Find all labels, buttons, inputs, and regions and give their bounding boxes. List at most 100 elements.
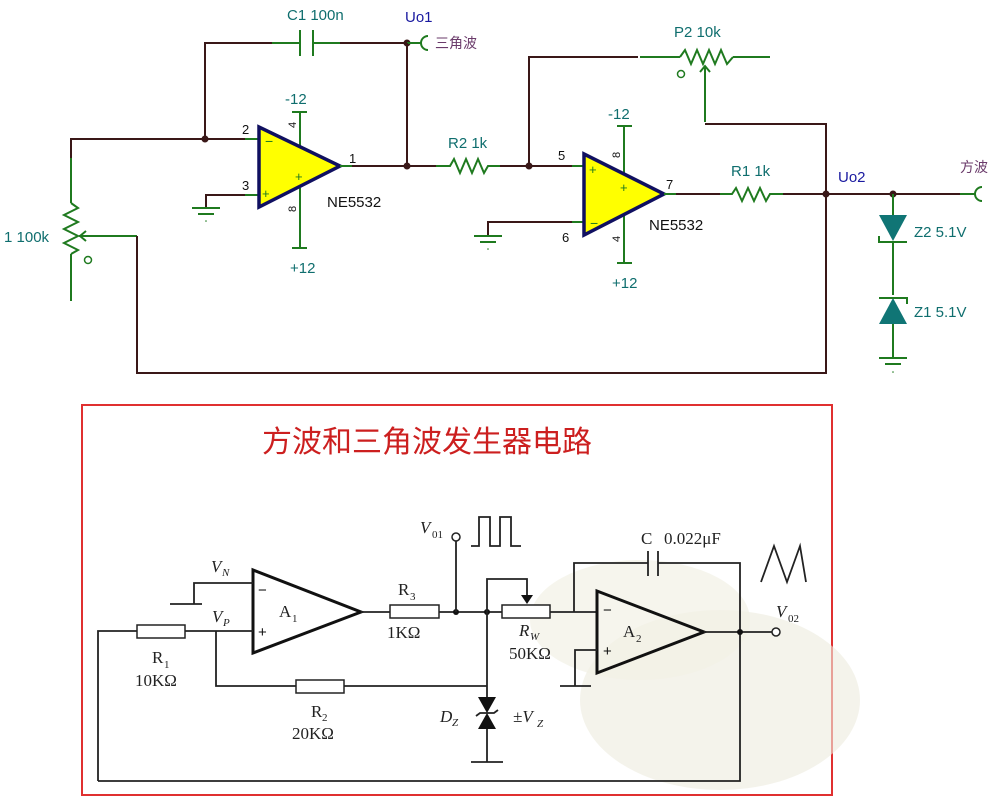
a2-minus: − — [603, 602, 612, 619]
opamp2-plus-mid: + — [620, 180, 628, 195]
resistor-r3-box — [389, 604, 440, 619]
dz-sub: Z — [452, 717, 459, 729]
bottom-title: 方波和三角波发生器电路 — [262, 425, 592, 460]
resistor-r2-box — [295, 679, 345, 694]
r1-label: R1 1k — [731, 163, 771, 180]
opamp2-pin4: 4 — [611, 236, 623, 242]
v01-label: V — [420, 518, 433, 537]
opamp-a1-body — [251, 567, 366, 656]
zener-z1-icon — [879, 298, 907, 324]
r3-sub: 3 — [410, 591, 416, 603]
r2-value: 20KΩ — [292, 724, 334, 743]
v02-sub: 02 — [788, 613, 799, 625]
ground-icon-3 — [879, 357, 907, 373]
opamp2-minus: − — [590, 215, 598, 231]
wire-r1-left — [97, 630, 137, 781]
junction-v02 — [737, 629, 743, 635]
resistor-rw-box — [501, 604, 551, 619]
resistor-r1-icon — [720, 185, 783, 204]
opamp2-model: NE5532 — [649, 217, 703, 234]
zener-dz-top-icon — [478, 697, 496, 713]
opamp-a2-body — [595, 588, 709, 676]
top-schematic: C1 100n Uo1 三角波 2 3 − + — [4, 7, 988, 374]
r2-sub: 2 — [322, 712, 328, 724]
potentiometer-p1: 1 100k — [4, 158, 137, 301]
wire-pin3-ground — [205, 194, 245, 207]
square-wave-label: 方波 — [960, 160, 988, 176]
vp-label: V — [212, 607, 225, 626]
v01-sub: 01 — [432, 529, 443, 541]
opamp2-plus: + — [589, 162, 597, 177]
a2-sub: 2 — [636, 633, 642, 645]
wire-c-left — [573, 562, 648, 612]
opamp1-body — [257, 124, 344, 210]
ground-icon — [192, 207, 220, 222]
a2-plus: + — [603, 643, 612, 660]
rw-sub: W — [530, 631, 540, 643]
vn-label: V — [211, 557, 224, 576]
a2-label: A — [623, 622, 636, 641]
opamp1: − + + 4 8 -12 +12 NE5532 1 — [257, 91, 381, 277]
wire-a2-plus — [574, 649, 597, 686]
wire-c1-left — [204, 42, 272, 138]
square-wave-icon — [471, 516, 521, 547]
c1-label: C1 100n — [287, 7, 344, 24]
triangle-wave-icon — [760, 542, 807, 585]
a1-label: A — [279, 602, 292, 621]
p2-dot-icon — [676, 69, 686, 79]
square-output-terminal-icon[interactable] — [974, 186, 983, 202]
bottom-schematic: 方波和三角波发生器电路 − + A 1 V N V P R 1 10KΩ R 2… — [81, 404, 860, 796]
cap-value: 0.022μF — [664, 529, 721, 548]
wire-rw-wiper — [486, 578, 528, 612]
z2-label: Z2 5.1V — [914, 224, 967, 241]
wire-p1-top — [70, 138, 205, 158]
wire-r2-left — [215, 631, 296, 687]
p2-label: P2 10k — [674, 24, 721, 41]
dz-label: D — [439, 707, 453, 726]
v01-terminal-icon[interactable] — [451, 532, 461, 542]
resistor-r1-box — [136, 624, 186, 639]
opamp2-body — [582, 151, 668, 238]
opamp1-plus: + — [262, 186, 270, 201]
a1-sub: 1 — [292, 613, 298, 625]
opamp2-pin8: 8 — [611, 152, 623, 158]
wire-to-p2 — [528, 56, 638, 166]
opamp1-plus-mid: + — [295, 169, 303, 184]
opamp1-pin2: 2 — [242, 122, 249, 137]
potentiometer-p2: P2 10k — [640, 24, 770, 122]
triangle-output-terminal-icon[interactable] — [420, 35, 429, 51]
ground-icon-2 — [474, 235, 502, 250]
vp-sub: P — [222, 617, 230, 629]
r1-value: 10KΩ — [135, 671, 177, 690]
r3-name: R — [398, 580, 410, 599]
vn-sub: N — [221, 567, 230, 579]
opamp1-minus: − — [265, 133, 273, 149]
p2-wiper-arrow-icon — [699, 64, 711, 73]
v02-terminal-icon[interactable] — [771, 627, 781, 637]
p1-label: 1 100k — [4, 229, 50, 246]
opamp2-supply-pos: +12 — [612, 275, 637, 292]
v02-label: V — [776, 602, 789, 621]
p2-resistor-icon — [679, 47, 734, 67]
junction-opamp1-output — [403, 162, 411, 170]
opamp2-pin7: 7 — [666, 177, 673, 192]
zener-stack: Z2 5.1V Z1 5.1V — [878, 194, 967, 373]
node-uo2-label: Uo2 — [838, 169, 866, 186]
wire-pin6-ground — [487, 221, 572, 235]
rw-wiper-arrow-icon — [521, 595, 533, 604]
opamp1-pin1: 1 — [349, 151, 356, 166]
wire-vn — [193, 582, 253, 604]
opamp1-supply-neg: -12 — [285, 91, 307, 108]
opamp1-pin8: 8 — [287, 206, 299, 212]
opamp2: + − + 8 4 -12 +12 NE5532 5 6 7 — [558, 106, 703, 292]
p1-dot-icon — [83, 255, 93, 265]
resistor-r2-icon — [436, 156, 500, 176]
wire-c-right-feedback — [98, 562, 741, 782]
opamp1-model: NE5532 — [327, 194, 381, 211]
rw-name: R — [518, 621, 530, 640]
r1-sub: 1 — [164, 659, 170, 671]
p1-wiper-arrow-icon — [78, 230, 87, 242]
opamp1-supply-pos: +12 — [290, 260, 315, 277]
opamp1-pin3: 3 — [242, 178, 249, 193]
